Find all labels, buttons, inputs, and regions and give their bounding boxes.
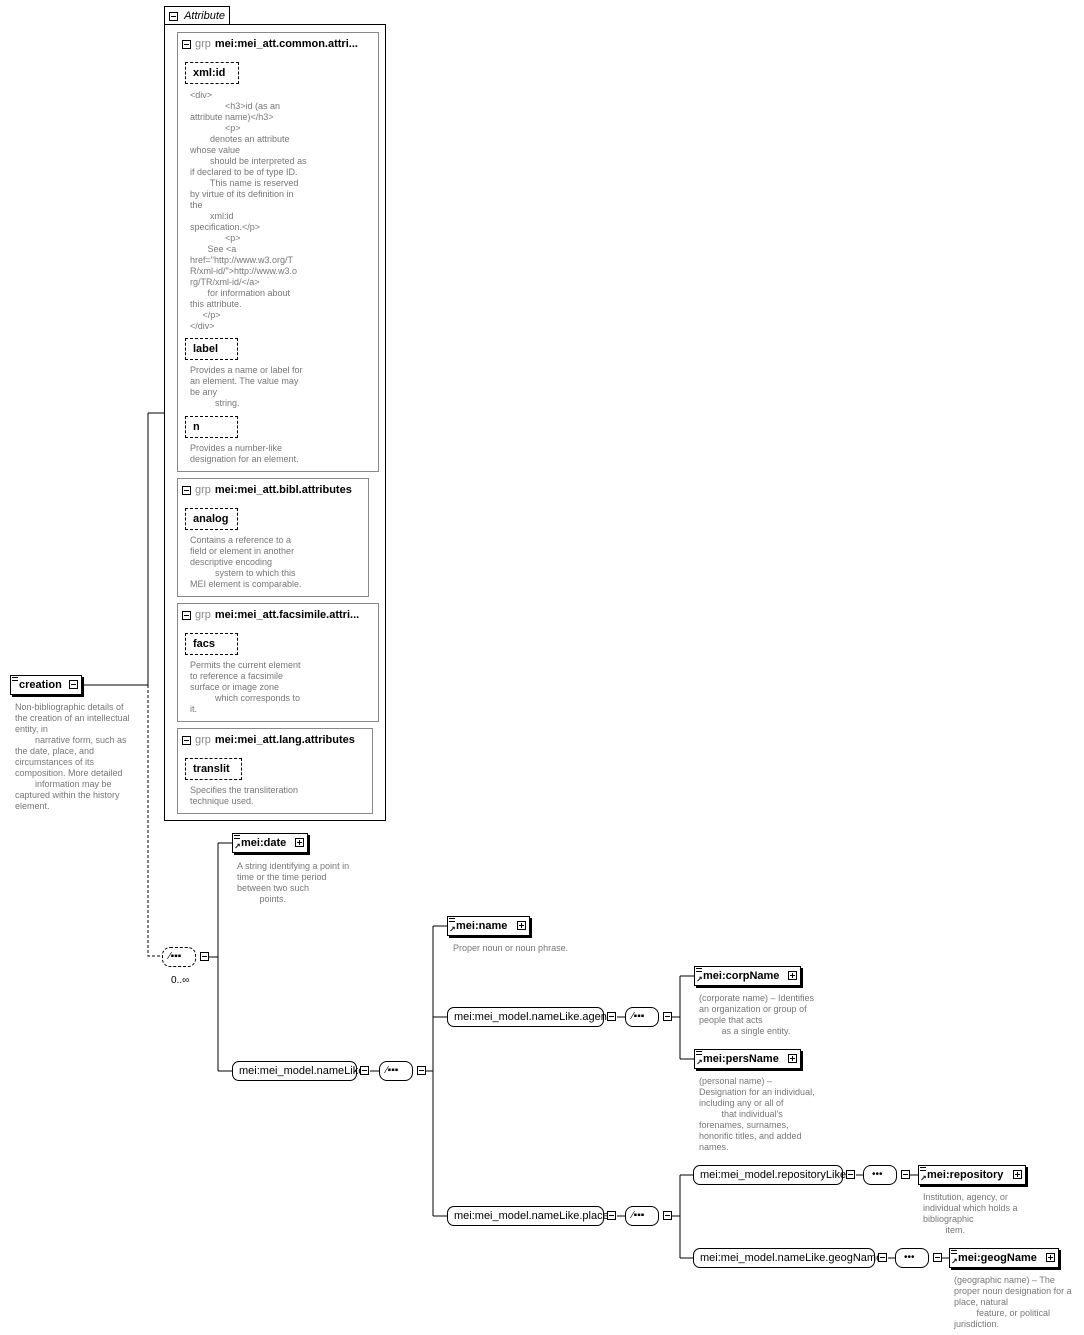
- attribute-doc: Provides a number-like designation for a…: [190, 443, 299, 464]
- choice-compositor[interactable]: ⁄▪▪▪: [625, 1206, 672, 1226]
- expand-icon[interactable]: [788, 1054, 797, 1063]
- attribute-xml-id[interactable]: xml:id: [185, 62, 239, 84]
- group-nameLike-place[interactable]: mei:mei_model.nameLike.place: [447, 1206, 616, 1226]
- group-repositoryLike[interactable]: mei:mei_model.repositoryLike: [693, 1165, 855, 1185]
- attribute-doc: Contains a reference to a field or eleme…: [190, 535, 302, 589]
- attribute-translit[interactable]: translit: [185, 758, 242, 780]
- collapse-icon[interactable]: [69, 680, 78, 689]
- collapse-icon[interactable]: [933, 1253, 942, 1262]
- element-persName[interactable]: ↗ mei:persName: [694, 1049, 801, 1069]
- group-name: mei:mei_att.lang.attributes: [214, 734, 355, 746]
- collapse-icon[interactable]: [182, 735, 191, 745]
- element-doc: Proper noun or noun phrase.: [453, 943, 569, 953]
- collapse-icon[interactable]: [360, 1066, 369, 1075]
- group-name: mei:mei_att.bibl.attributes: [214, 484, 352, 496]
- group-nameLike[interactable]: mei:mei_model.nameLike: [232, 1061, 369, 1081]
- expand-icon[interactable]: [1013, 1170, 1022, 1179]
- occurrence-label: 0..∞: [171, 975, 190, 986]
- collapse-icon[interactable]: [878, 1253, 887, 1262]
- collapse-icon[interactable]: [901, 1170, 910, 1179]
- collapse-icon[interactable]: [846, 1170, 855, 1179]
- element-name[interactable]: ↗ mei:name: [447, 916, 530, 936]
- attribute-facs[interactable]: facs: [185, 633, 238, 655]
- attribute-doc: Specifies the transliteration technique …: [190, 785, 299, 806]
- element-doc: (personal name) – Designation for an ind…: [699, 1076, 815, 1152]
- sequence-compositor[interactable]: •••: [895, 1248, 942, 1268]
- collapse-icon[interactable]: [607, 1012, 616, 1021]
- element-corpName[interactable]: ↗ mei:corpName: [694, 966, 801, 986]
- attribute-doc: Permits the current element to reference…: [190, 660, 301, 714]
- attribute-doc: Provides a name or label for an element.…: [190, 365, 303, 408]
- attribute-label[interactable]: label: [185, 338, 238, 360]
- element-doc: Institution, agency, or individual which…: [923, 1192, 1018, 1235]
- attribute-analog[interactable]: analog: [185, 508, 238, 530]
- element-date[interactable]: ↗ mei:date: [232, 833, 308, 853]
- group-name: mei:mei_att.common.attri...: [214, 38, 358, 50]
- element-doc: (corporate name) – Identifies an organiz…: [699, 993, 815, 1036]
- group-name: mei:mei_att.facsimile.attri...: [214, 609, 360, 621]
- group-nameLike-agent[interactable]: mei:mei_model.nameLike.agent: [447, 1007, 616, 1027]
- collapse-icon[interactable]: [182, 485, 191, 495]
- expand-icon[interactable]: [295, 838, 304, 847]
- attribute-tab[interactable]: Attribute: [164, 6, 230, 24]
- element-repository[interactable]: ↗ mei:repository: [918, 1165, 1026, 1185]
- collapse-icon[interactable]: [200, 952, 209, 961]
- collapse-icon[interactable]: [169, 11, 178, 21]
- expand-icon[interactable]: [517, 921, 526, 930]
- element-creation[interactable]: creation: [10, 675, 82, 695]
- group-nameLike-geogName[interactable]: mei:mei_model.nameLike.geogName: [693, 1248, 887, 1268]
- element-geogName[interactable]: ↗ mei:geogName: [949, 1248, 1059, 1268]
- expand-icon[interactable]: [788, 971, 797, 980]
- collapse-icon[interactable]: [607, 1211, 616, 1220]
- attribute-tab-label: Attribute: [184, 10, 226, 22]
- element-doc: A string identifying a point in time or …: [237, 861, 350, 904]
- collapse-icon[interactable]: [182, 610, 191, 620]
- choice-compositor[interactable]: ⁄▪▪▪: [625, 1007, 672, 1027]
- expand-icon[interactable]: [1046, 1253, 1055, 1262]
- collapse-icon[interactable]: [663, 1012, 672, 1021]
- collapse-icon[interactable]: [663, 1211, 672, 1220]
- choice-compositor[interactable]: ⁄▪▪▪: [162, 947, 209, 967]
- choice-compositor[interactable]: ⁄▪▪▪: [379, 1061, 426, 1081]
- collapse-icon[interactable]: [182, 39, 191, 49]
- sequence-compositor[interactable]: •••: [863, 1165, 910, 1185]
- attribute-doc: <div> <h3>id (as an attribute name)</h3>…: [190, 90, 307, 331]
- collapse-icon[interactable]: [417, 1066, 426, 1075]
- element-doc: (geographic name) – The proper noun desi…: [954, 1275, 1072, 1329]
- element-doc: Non-bibliographic details of the creatio…: [15, 702, 130, 811]
- attribute-n[interactable]: n: [185, 416, 238, 438]
